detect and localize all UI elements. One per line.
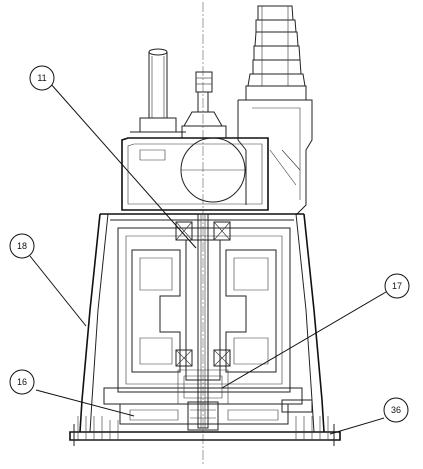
bearings xyxy=(175,221,231,367)
callout-16: 16 xyxy=(9,369,35,395)
motor-cover xyxy=(121,137,269,211)
callout-17-label: 17 xyxy=(392,281,402,291)
suction-strainer xyxy=(69,399,341,446)
cable-inlet xyxy=(130,48,186,133)
motor-stator xyxy=(117,227,291,393)
callout-11-label: 11 xyxy=(37,73,46,83)
impeller xyxy=(119,401,289,431)
callout-18-label: 18 xyxy=(17,241,27,251)
callout-11: 11 xyxy=(29,65,55,91)
callout-36-label: 36 xyxy=(391,405,401,415)
leader-lines xyxy=(29,82,387,435)
discharge-fitting xyxy=(237,5,313,216)
outer-housing xyxy=(79,213,325,433)
callout-16-label: 16 xyxy=(17,377,27,387)
callout-17: 17 xyxy=(384,273,410,299)
top-shaft-vent xyxy=(181,71,227,139)
callout-18: 18 xyxy=(9,233,35,259)
motor-shaft xyxy=(197,213,209,429)
callout-36: 36 xyxy=(383,397,409,423)
